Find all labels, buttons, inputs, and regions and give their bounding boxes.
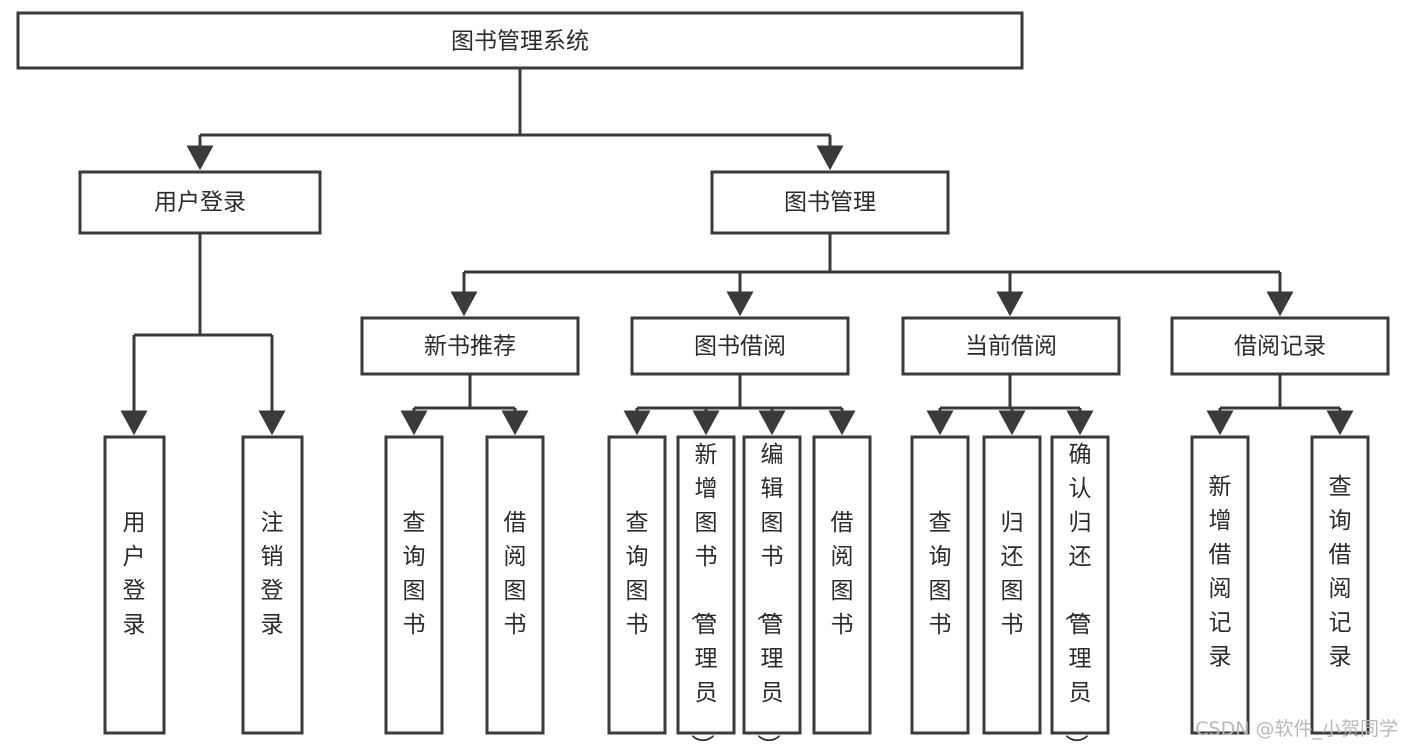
leaf-add-borrow-record-box [1190, 435, 1250, 735]
node-root-system[interactable]: 图书管理系统 [16, 11, 1024, 70]
leaf-query-book-current[interactable]: 查询图书 [910, 435, 970, 735]
leaf-edit-book-admin-label: 编辑图书（管理员） [755, 442, 784, 747]
leaf-user-login-label: 用户登录 [123, 510, 146, 638]
node-root-system-label: 图书管理系统 [451, 29, 589, 55]
leaf-query-book-current-label: 查询图书 [929, 510, 952, 638]
node-current-borrow-box [901, 316, 1121, 376]
leaf-edit-book-admin[interactable]: 编辑图书（管理员） [742, 435, 802, 747]
connector-layer [120, 68, 1354, 436]
node-book-borrow-label: 图书借阅 [694, 334, 786, 360]
leaf-query-book-newbook-box [384, 435, 444, 735]
leaf-query-book-newbook-label: 查询图书 [403, 510, 426, 638]
leaf-return-book-label: 归还图书 [1001, 510, 1024, 638]
leaf-logout-box [241, 435, 304, 735]
leaf-query-book-borrow-label: 查询图书 [626, 510, 649, 638]
leaf-user-login[interactable]: 用户登录 [103, 435, 166, 735]
node-user-login[interactable]: 用户登录 [78, 170, 322, 235]
node-new-book-recommend[interactable]: 新书推荐 [360, 316, 580, 376]
leaf-confirm-return-admin-label: 确认归还（管理员） [1063, 442, 1092, 747]
node-user-login-box [78, 170, 322, 235]
leaf-logout[interactable]: 注销登录 [241, 435, 304, 735]
leaf-query-book-newbook[interactable]: 查询图书 [384, 435, 444, 735]
leaf-query-book-current-box [910, 435, 970, 735]
leaf-borrow-book-borrow[interactable]: 借阅图书 [812, 435, 872, 735]
leaf-return-book[interactable]: 归还图书 [982, 435, 1042, 735]
leaf-query-book-borrow-box [607, 435, 667, 735]
node-new-book-recommend-box [360, 316, 580, 376]
node-book-management[interactable]: 图书管理 [710, 170, 950, 235]
leaf-query-borrow-record-box [1310, 435, 1370, 735]
leaf-layer: 用户登录 注销登录 查询图书 借阅图书 查询图书 新增图书（管理员） 编辑图书（… [103, 435, 1370, 747]
leaf-borrow-book-newbook-box [485, 435, 545, 735]
node-user-login-label: 用户登录 [154, 190, 246, 216]
node-book-management-box [710, 170, 950, 235]
leaf-add-borrow-record-label: 新增借阅记录 [1209, 474, 1232, 670]
node-book-management-label: 图书管理 [784, 190, 876, 216]
leaf-borrow-book-newbook-label: 借阅图书 [504, 510, 527, 638]
leaf-query-book-borrow[interactable]: 查询图书 [607, 435, 667, 735]
node-borrow-records-box [1170, 316, 1390, 376]
leaf-edit-book-admin-box [742, 435, 802, 735]
csdn-watermark: CSDN @软件_小贺同学 [1195, 718, 1398, 740]
node-book-borrow[interactable]: 图书借阅 [630, 316, 850, 376]
node-borrow-records-label: 借阅记录 [1234, 334, 1326, 360]
leaf-return-book-box [982, 435, 1042, 735]
node-current-borrow[interactable]: 当前借阅 [901, 316, 1121, 376]
node-new-book-recommend-label: 新书推荐 [424, 334, 516, 360]
node-borrow-records[interactable]: 借阅记录 [1170, 316, 1390, 376]
node-current-borrow-label: 当前借阅 [965, 334, 1057, 360]
leaf-add-book-admin-label: 新增图书（管理员） [689, 442, 718, 747]
leaf-borrow-book-newbook[interactable]: 借阅图书 [485, 435, 545, 735]
node-root-system-box [16, 11, 1024, 70]
node-book-borrow-box [630, 316, 850, 376]
leaf-add-borrow-record[interactable]: 新增借阅记录 [1190, 435, 1250, 735]
leaf-borrow-book-borrow-box [812, 435, 872, 735]
leaf-confirm-return-admin-box [1050, 435, 1110, 735]
leaf-query-borrow-record-label: 查询借阅记录 [1329, 474, 1352, 670]
leaf-query-borrow-record[interactable]: 查询借阅记录 [1310, 435, 1370, 735]
leaf-logout-label: 注销登录 [261, 510, 284, 638]
leaf-add-book-admin-box [676, 435, 736, 735]
leaf-add-book-admin[interactable]: 新增图书（管理员） [676, 435, 736, 747]
leaf-confirm-return-admin[interactable]: 确认归还（管理员） [1050, 435, 1110, 747]
leaf-borrow-book-borrow-label: 借阅图书 [831, 510, 854, 638]
leaf-user-login-box [103, 435, 166, 735]
